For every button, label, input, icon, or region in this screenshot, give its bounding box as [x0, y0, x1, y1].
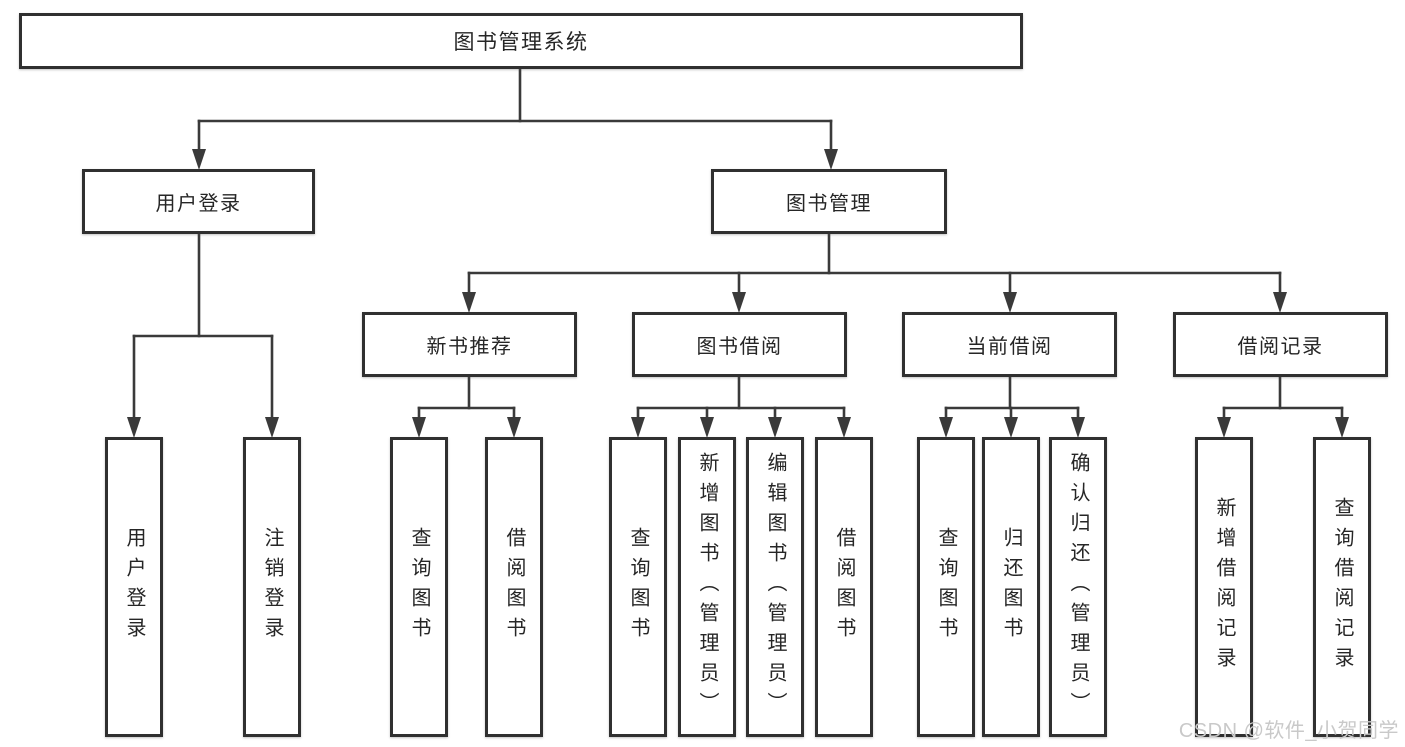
node-library-management-system: 图书管理系统	[19, 13, 1023, 69]
leaf-query-borrow-record: 查询借阅记录	[1313, 437, 1371, 737]
csdn-watermark: CSDN @软件_小贺同学	[1178, 720, 1399, 742]
leaf-query-books-1: 查询图书	[390, 437, 448, 737]
node-label: 新增图书（管理员）	[696, 452, 718, 722]
leaf-borrow-books-2: 借阅图书	[815, 437, 873, 737]
node-label: 新书推荐	[426, 336, 513, 358]
node-label: 查询图书	[627, 527, 649, 647]
node-label: 借阅图书	[833, 527, 855, 647]
node-borrow-records: 借阅记录	[1173, 312, 1388, 377]
node-book-borrow: 图书借阅	[632, 312, 847, 377]
node-label: 图书借阅	[696, 336, 783, 358]
node-label: 借阅记录	[1237, 336, 1324, 358]
node-book-management: 图书管理	[711, 169, 947, 234]
node-label: 图书管理系统	[453, 31, 589, 54]
leaf-add-borrow-record: 新增借阅记录	[1195, 437, 1253, 737]
node-label: 查询借阅记录	[1331, 497, 1353, 677]
node-label: 归还图书	[1000, 527, 1022, 647]
node-label: 查询图书	[935, 527, 957, 647]
node-label: 新增借阅记录	[1213, 497, 1235, 677]
node-label: 用户登录	[155, 193, 242, 215]
node-label: 编辑图书（管理员）	[764, 452, 786, 722]
leaf-return-books: 归还图书	[982, 437, 1040, 737]
leaf-logout: 注销登录	[243, 437, 301, 737]
node-label: 用户登录	[123, 527, 145, 647]
leaf-add-books-admin: 新增图书（管理员）	[678, 437, 736, 737]
leaf-user-login: 用户登录	[105, 437, 163, 737]
leaf-edit-books-admin: 编辑图书（管理员）	[746, 437, 804, 737]
leaf-confirm-return-admin: 确认归还（管理员）	[1049, 437, 1107, 737]
node-label: 当前借阅	[966, 336, 1053, 358]
leaf-borrow-books-1: 借阅图书	[485, 437, 543, 737]
node-label: 注销登录	[261, 527, 283, 647]
node-label: 图书管理	[786, 193, 872, 215]
leaf-query-books-2: 查询图书	[609, 437, 667, 737]
node-label: 查询图书	[408, 527, 430, 647]
node-user-login: 用户登录	[82, 169, 315, 234]
leaf-query-books-3: 查询图书	[917, 437, 975, 737]
node-new-book-recommend: 新书推荐	[362, 312, 577, 377]
node-current-borrow: 当前借阅	[902, 312, 1117, 377]
node-label: 确认归还（管理员）	[1067, 452, 1089, 722]
node-label: 借阅图书	[503, 527, 525, 647]
